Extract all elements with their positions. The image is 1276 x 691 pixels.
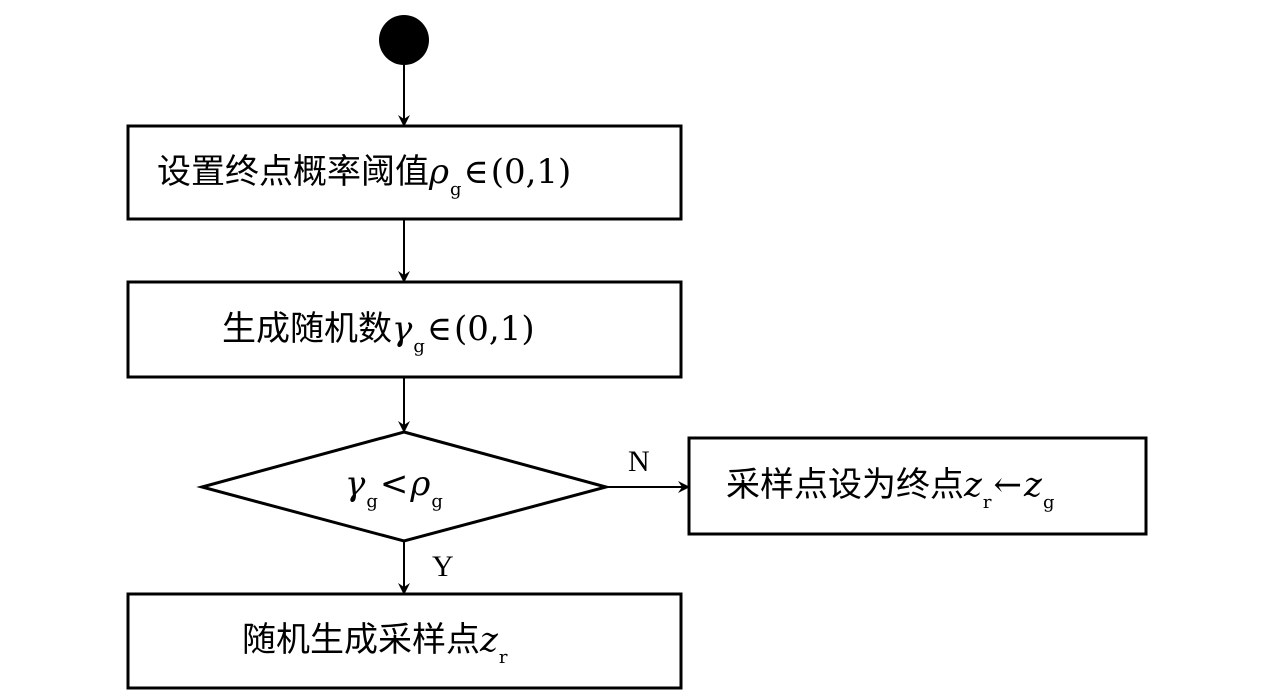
start-node <box>379 15 429 65</box>
box-random-sample <box>126 592 683 690</box>
box-set-goal <box>687 436 1148 536</box>
goal-subscript: g <box>1042 492 1055 513</box>
box-generate-random <box>126 280 683 379</box>
random-range: (0,1) <box>454 309 535 349</box>
decision-label: γg<ρg <box>345 464 443 511</box>
box-set-threshold-label: 设置终点概率阈值ρg∈(0,1) <box>157 152 572 199</box>
box-set-goal-text: 采样点设为终点 <box>726 465 964 505</box>
less-than-symbol: < <box>379 464 409 504</box>
element-of-symbol: ∈ <box>426 309 453 349</box>
threshold-symbol: ρ <box>429 152 449 192</box>
decision-lhs: γ <box>345 464 366 504</box>
box-random-sample-text: 随机生成采样点 <box>242 620 480 660</box>
box-set-threshold-text: 设置终点概率阈值 <box>157 152 429 192</box>
random-symbol: γ <box>392 309 413 349</box>
box-random-sample-label: 随机生成采样点zr <box>242 620 508 667</box>
decision-lhs-subscript: g <box>366 491 378 512</box>
box-set-goal-label: 采样点设为终点zr←zg <box>726 465 1054 512</box>
box-generate-random-text: 生成随机数 <box>222 309 392 349</box>
threshold-range: (0,1) <box>490 152 572 192</box>
decision-rhs-subscript: g <box>431 491 443 512</box>
box-generate-random-label: 生成随机数γg∈(0,1) <box>222 309 535 356</box>
assign-arrow-symbol: ← <box>993 465 1023 505</box>
random-subscript: g <box>413 336 425 357</box>
threshold-subscript: g <box>450 179 462 200</box>
element-of-symbol: ∈ <box>463 152 489 192</box>
sample-symbol: z <box>964 465 982 505</box>
goal-symbol: z <box>1024 465 1042 505</box>
edge-label-no: N <box>628 445 650 478</box>
decision-rhs: ρ <box>410 464 431 504</box>
edge-label-yes: Y <box>432 550 454 583</box>
random-sample-subscript: r <box>498 647 508 668</box>
random-sample-symbol: z <box>480 620 498 660</box>
box-set-threshold <box>126 124 683 221</box>
sample-subscript: r <box>982 492 992 513</box>
